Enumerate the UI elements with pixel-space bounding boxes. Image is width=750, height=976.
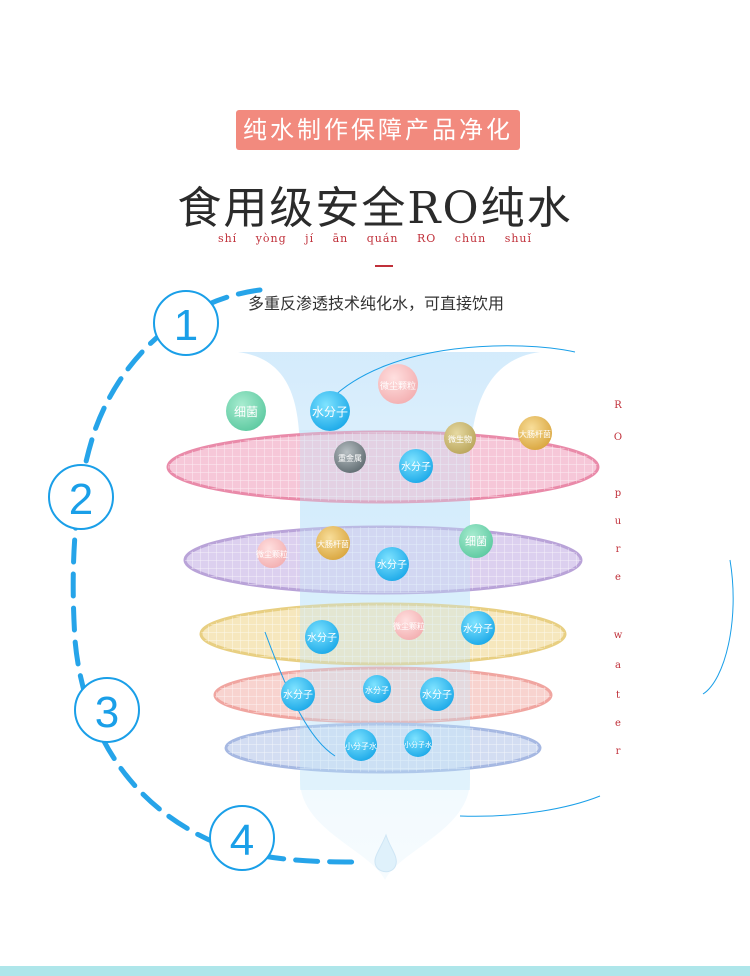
particle-dust: 微尘颗粒 <box>393 610 425 640</box>
particle-water: 水分子 <box>305 620 339 654</box>
title-divider <box>375 265 393 267</box>
particle-dust: 微尘颗粒 <box>378 364 418 404</box>
side-text-e2: e <box>615 718 621 729</box>
svg-text:微尘颗粒: 微尘颗粒 <box>393 621 425 631</box>
particle-small-water: 小分子水 <box>345 729 377 761</box>
step-1: 1 <box>153 290 219 356</box>
particle-microbe: 微生物 <box>444 422 476 454</box>
decor-arc-right <box>702 559 734 695</box>
svg-text:2: 2 <box>69 475 93 524</box>
side-text-t: t <box>615 690 621 701</box>
svg-text:细菌: 细菌 <box>465 535 487 548</box>
title-pinyin: shí yòng jí ān quán RO chún shuǐ <box>217 232 533 245</box>
water-drop <box>374 833 397 873</box>
step-2: 2 <box>48 464 114 530</box>
svg-text:小分子水: 小分子水 <box>404 740 432 749</box>
side-text-o: O <box>613 432 623 443</box>
svg-text:水分子: 水分子 <box>312 405 348 419</box>
particle-water: 水分子 <box>375 547 409 581</box>
svg-text:4: 4 <box>230 816 254 865</box>
svg-text:水分子: 水分子 <box>401 461 431 473</box>
side-text-r3: r <box>615 746 621 757</box>
bottom-bar <box>0 966 750 976</box>
side-text-e: e <box>615 572 621 583</box>
step-4: 4 <box>209 805 275 871</box>
step-3: 3 <box>74 677 140 743</box>
svg-text:1: 1 <box>174 301 198 350</box>
particle-water: 水分子 <box>399 449 433 483</box>
side-text-r: R <box>614 400 622 411</box>
svg-text:水分子: 水分子 <box>365 685 389 695</box>
particle-heavy-metal: 重金属 <box>334 441 366 473</box>
svg-text:小分子水: 小分子水 <box>345 741 377 751</box>
svg-text:水分子: 水分子 <box>307 632 337 644</box>
decor-arc-top <box>329 345 576 401</box>
svg-text:大肠杆菌: 大肠杆菌 <box>317 539 349 549</box>
particle-ecoli: 大肠杆菌 <box>316 526 350 560</box>
svg-text:水分子: 水分子 <box>377 559 407 571</box>
water-column-overlay <box>300 430 470 790</box>
svg-text:微尘颗粒: 微尘颗粒 <box>380 380 416 392</box>
particle-water: 水分子 <box>281 677 315 711</box>
particle-water: 水分子 <box>420 677 454 711</box>
filter-layer-5 <box>224 722 542 774</box>
particle-water: 水分子 <box>310 391 350 431</box>
side-text-w: w <box>613 630 623 641</box>
page-title: 食用级安全RO纯水 <box>177 183 573 234</box>
particle-dust: 微尘颗粒 <box>256 538 288 568</box>
svg-text:微生物: 微生物 <box>448 434 472 444</box>
svg-text:水分子: 水分子 <box>463 623 493 635</box>
decor-arc-mid <box>264 631 336 757</box>
particle-small-water: 小分子水 <box>404 729 432 757</box>
particle-bacteria: 细菌 <box>226 391 266 431</box>
svg-text:大肠杆菌: 大肠杆菌 <box>519 429 551 439</box>
decor-arc-bottom <box>459 795 601 817</box>
svg-text:重金属: 重金属 <box>338 453 362 463</box>
svg-text:水分子: 水分子 <box>283 689 313 701</box>
side-text-u: u <box>614 516 622 527</box>
svg-text:微尘颗粒: 微尘颗粒 <box>256 549 288 559</box>
particle-bacteria: 细菌 <box>459 524 493 558</box>
svg-text:3: 3 <box>95 688 119 737</box>
particle-water: 水分子 <box>461 611 495 645</box>
filter-layer-1 <box>166 430 600 504</box>
side-text-a: a <box>615 660 621 671</box>
header-badge: 纯水制作保障产品净化 <box>236 110 520 150</box>
svg-text:细菌: 细菌 <box>234 405 258 419</box>
side-text-r2: r <box>615 544 621 555</box>
subtitle: 多重反渗透技术纯化水，可直接饮用 <box>248 294 505 313</box>
side-text-p: p <box>614 488 622 499</box>
particle-ecoli: 大肠杆菌 <box>518 416 552 450</box>
particle-water: 水分子 <box>363 675 391 703</box>
svg-text:水分子: 水分子 <box>422 689 452 701</box>
